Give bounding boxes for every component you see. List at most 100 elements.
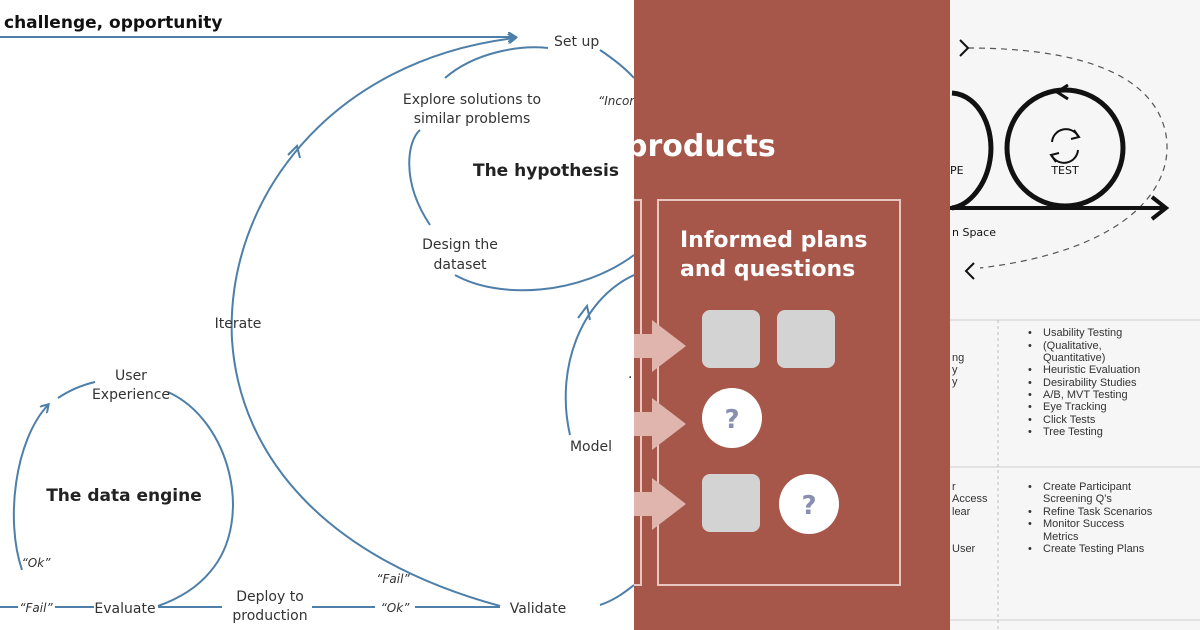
iterate-arrowhead <box>287 144 301 159</box>
prototype-label-fragment: PE <box>950 164 964 177</box>
user-label-1: User <box>115 368 147 384</box>
informed-plans-panel: products Informed plans and questions ? … <box>634 0 950 630</box>
arrow-right-icon <box>634 478 686 530</box>
plan-tile <box>777 310 835 368</box>
testing-methods-list: • Usability Testing • (Qualitative, Quan… <box>1028 327 1140 438</box>
preparation-tasks-list: • Create Participant Screening Q’s • Ref… <box>1028 481 1153 555</box>
test-cycle-graphic: PE TEST n Space ng y y • Usability Testi… <box>950 39 1200 630</box>
list-item: Usability Testing <box>1043 327 1122 339</box>
hypothesis-arc-bottom <box>454 254 634 292</box>
validate-exit-arc <box>599 584 634 606</box>
list-item: Refine Task Scenarios <box>1043 506 1153 518</box>
user-label-2: Experience <box>92 387 170 403</box>
prev-card-outline <box>634 199 642 586</box>
incorrect-label: “Incor <box>598 94 634 108</box>
list-item: Heuristic Evaluation <box>1043 364 1140 376</box>
list-bullet: • <box>1028 414 1032 426</box>
list-bullet: • <box>1028 340 1032 352</box>
list-item: Quantitative) <box>1043 352 1105 364</box>
deploy-label-2: production <box>232 608 307 624</box>
list-item: A/B, MVT Testing <box>1043 389 1128 401</box>
evaluate-label: Evaluate <box>94 601 155 617</box>
hypothesis-arc-top <box>444 46 549 79</box>
dashed-loop <box>967 47 1168 269</box>
hypothesis-arc-left <box>408 129 431 226</box>
card-title-line-1: Informed plans <box>680 228 868 253</box>
hypothesis-arc-right <box>599 49 634 79</box>
prototype-circle <box>951 90 994 211</box>
model-arrowhead <box>577 303 591 321</box>
ok-label-1: “Ok” <box>22 556 52 570</box>
list-bullet: • <box>1028 543 1032 555</box>
arrow-right-icon <box>634 398 686 450</box>
ok-label-2: “Ok” <box>381 601 411 615</box>
model-label: Model <box>570 439 612 455</box>
test-circle <box>1004 87 1126 209</box>
list-item: Desirability Studies <box>1043 377 1137 389</box>
list-bullet: • <box>1028 389 1032 401</box>
iterate-label: Iterate <box>215 316 262 332</box>
left-col-fragment: lear <box>952 506 971 518</box>
left-col-fragment: User <box>952 543 976 555</box>
design-label-2: dataset <box>434 257 487 273</box>
fail-label-2: “Fail” <box>376 572 410 586</box>
engine-arc-left <box>12 405 48 571</box>
chevron-right-icon <box>959 39 970 57</box>
question-icon <box>779 474 839 534</box>
chevron-left-icon <box>964 262 975 280</box>
list-item: Click Tests <box>1043 414 1096 426</box>
left-col-fragment: ng <box>952 352 964 364</box>
data-engine-title: The data engine <box>46 486 202 506</box>
arrow-right-icon <box>634 320 686 372</box>
list-bullet: • <box>1028 481 1032 493</box>
explore-label-2: similar problems <box>414 111 531 127</box>
list-bullet: • <box>1028 426 1032 438</box>
question-mark: ? <box>801 491 816 521</box>
model-arc <box>564 274 634 436</box>
engine-arc-top <box>57 381 96 399</box>
space-label-fragment: n Space <box>952 226 996 239</box>
refresh-cycle-icon <box>1049 128 1081 164</box>
plan-tile <box>702 310 760 368</box>
list-item: Monitor Success <box>1043 518 1125 530</box>
left-col-fragment: y <box>952 364 958 376</box>
question-icon <box>702 388 762 448</box>
list-item: Tree Testing <box>1043 426 1103 438</box>
fail-label-1: “Fail” <box>19 601 53 615</box>
list-bullet: • <box>1028 401 1032 413</box>
iterate-arc <box>230 38 515 607</box>
explore-label-1: Explore solutions to <box>403 92 541 108</box>
hypothesis-title: The hypothesis <box>473 161 619 181</box>
test-label: TEST <box>1050 164 1079 177</box>
validate-label: Validate <box>510 601 566 617</box>
list-item: Create Testing Plans <box>1043 543 1145 555</box>
test-cycle-panel: PE TEST n Space ng y y • Usability Testi… <box>950 0 1200 630</box>
cycle-arrowhead <box>1054 83 1069 101</box>
list-bullet: • <box>1028 377 1032 389</box>
list-item: Metrics <box>1043 531 1079 543</box>
left-col-fragment: Access <box>952 493 988 505</box>
informed-plans-graphic: products Informed plans and questions ? … <box>634 129 901 586</box>
card-title-line-2: and questions <box>680 257 855 282</box>
list-bullet: • <box>1028 518 1032 530</box>
setup-label: Set up <box>554 34 599 50</box>
data-engine-diagram: challenge, opportunity Set up “Incor Exp… <box>0 13 634 624</box>
list-item: (Qualitative, <box>1043 340 1102 352</box>
process-arrowhead <box>1150 195 1170 221</box>
left-col-fragment: y <box>952 376 958 388</box>
deploy-label-1: Deploy to <box>236 589 304 605</box>
question-mark: ? <box>724 405 739 435</box>
engine-arc-right <box>157 391 234 607</box>
design-label-1: Design the <box>422 237 498 253</box>
list-item: Eye Tracking <box>1043 401 1107 413</box>
left-col-fragment: r <box>952 481 956 493</box>
list-bullet: • <box>1028 327 1032 339</box>
list-bullet: • <box>1028 364 1032 376</box>
list-item: Screening Q’s <box>1043 493 1112 505</box>
model-dot: . <box>628 366 632 382</box>
list-item: Create Participant <box>1043 481 1131 493</box>
informed-plans-card <box>657 199 901 586</box>
plan-tile <box>702 474 760 532</box>
data-engine-diagram-panel: challenge, opportunity Set up “Incor Exp… <box>0 13 634 624</box>
challenge-label: challenge, opportunity <box>4 13 222 33</box>
